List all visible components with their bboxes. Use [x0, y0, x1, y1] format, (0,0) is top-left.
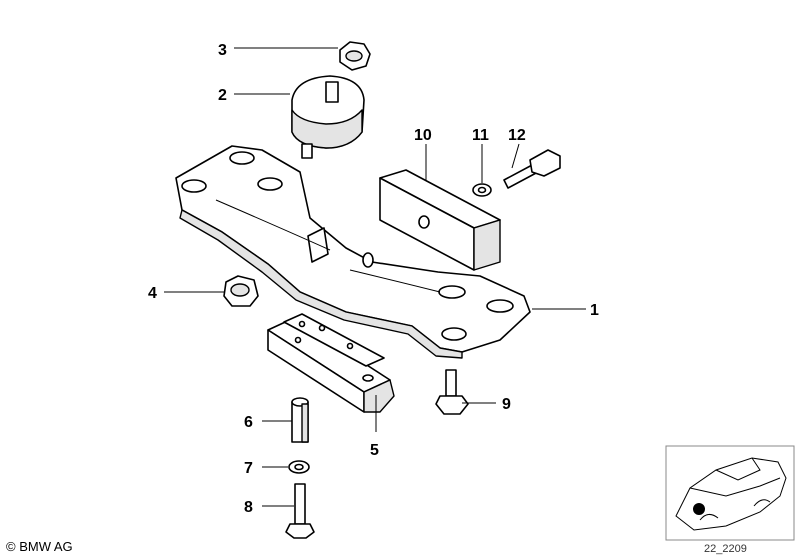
- copyright-text: © BMW AG: [6, 539, 73, 554]
- callout-4: 4: [148, 285, 157, 302]
- part-1-transmission-carrier[interactable]: [175, 145, 531, 359]
- part-6-sleeve[interactable]: [291, 397, 309, 443]
- part-12-bolt[interactable]: [503, 149, 561, 189]
- callout-1: 1: [590, 302, 599, 319]
- reference-code: 22_2209: [704, 543, 747, 555]
- part-10-damper-block[interactable]: [379, 169, 501, 271]
- callout-12: 12: [508, 127, 526, 144]
- part-4-nut[interactable]: [223, 275, 259, 307]
- callout-3: 3: [218, 42, 227, 59]
- location-marker-icon: [693, 503, 705, 515]
- callout-11: 11: [472, 127, 489, 144]
- callout-10: 10: [414, 127, 432, 144]
- car-location-thumbnail: [665, 445, 795, 541]
- part-2-rubber-mount[interactable]: [291, 75, 365, 159]
- callout-9: 9: [502, 396, 511, 413]
- callout-6: 6: [244, 414, 253, 431]
- callout-2: 2: [218, 87, 227, 104]
- callout-7: 7: [244, 460, 253, 477]
- part-8-bolt[interactable]: [285, 483, 315, 539]
- callout-8: 8: [244, 499, 253, 516]
- callout-leaders: [164, 47, 586, 507]
- part-5-bracket[interactable]: [267, 313, 395, 413]
- part-7-washer[interactable]: [288, 460, 310, 474]
- part-3-nut[interactable]: [339, 41, 371, 71]
- part-11-washer[interactable]: [472, 183, 492, 197]
- part-9-bolt[interactable]: [435, 369, 469, 415]
- callout-5: 5: [370, 442, 379, 459]
